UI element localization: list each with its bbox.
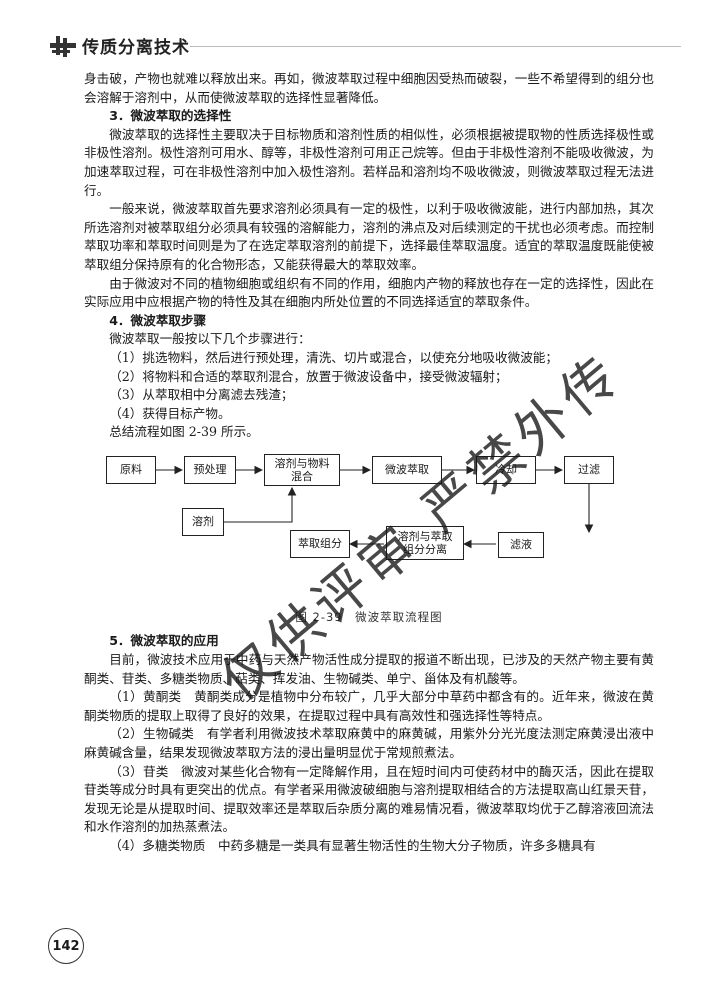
paragraph: （4）多糖类物质 中药多糖是一类具有显著生物活性的生物大分子物质，许多多糖具有 <box>109 838 596 853</box>
figure-caption: 图 2-39 微波萃取流程图 <box>295 609 443 624</box>
flow-box-microwave-extraction: 微波萃取 <box>372 455 442 484</box>
flowchart: 原料 预处理 溶剂与物料混合 微波萃取 冷却 过滤 滤液 溶剂与萃取组分分离 萃… <box>84 446 654 602</box>
paragraph: 微波萃取的选择性主要取决于目标物质和溶剂性质的相似性，必须根据被提取物的性质选择… <box>84 126 654 198</box>
paragraph: 总结流程如图 2-39 所示。 <box>109 424 259 440</box>
paragraph: 由于微波对不同的植物细胞或组织有不同的作用，细胞内产物的释放也存在一定的选择性，… <box>84 275 654 310</box>
paragraph: （1）黄酮类 黄酮类成分是植物中分布较广，几乎大部分中草药中都含有的。近年来，微… <box>84 689 654 723</box>
page-header: 传质分离技术 <box>0 0 721 70</box>
section-logo-icon <box>50 36 76 57</box>
paragraph: （2）生物碱类 有学者利用微波技术萃取麻黄中的麻黄碱，用紫外分光光度法测定麻黄浸… <box>84 726 654 761</box>
flow-box-solvent: 溶剂 <box>182 507 224 536</box>
flow-box-filtrate: 滤液 <box>498 531 544 558</box>
flow-box-raw-material: 原料 <box>106 455 156 484</box>
flow-box-solvent-material-mix: 溶剂与物料混合 <box>264 453 340 486</box>
step-item: （3）从萃取相中分离滤去残渣； <box>109 387 294 403</box>
flow-box-pretreatment: 预处理 <box>184 455 236 484</box>
page-number: 142 <box>48 928 84 964</box>
paragraph: 微波萃取一般按以下几个步骤进行： <box>109 331 311 347</box>
flow-box-filtration: 过滤 <box>564 455 614 484</box>
flow-box-extracted-component: 萃取组分 <box>290 529 350 558</box>
flow-box-cooling: 冷却 <box>476 455 536 484</box>
step-item: （2）将物料和合适的萃取剂混合，放置于微波设备中，接受微波辐射； <box>109 368 508 384</box>
section-heading-5: 5．微波萃取的应用 <box>109 633 219 649</box>
step-item: （4）获得目标产物。 <box>109 405 231 421</box>
section-heading-3: 3．微波萃取的选择性 <box>109 108 232 124</box>
paragraph: 一般来说，微波萃取首先要求溶剂必须具有一定的极性，以利于吸收微波能，进行内部加热… <box>84 201 654 272</box>
page-body: 身击破，产物也就难以释放出来。再如，微波萃取过程中细胞因受热而破裂，一些不希望得… <box>84 70 654 856</box>
paragraph: 身击破，产物也就难以释放出来。再如，微波萃取过程中细胞因受热而破裂，一些不希望得… <box>84 71 654 105</box>
flow-box-solvent-component-separation: 溶剂与萃取组分分离 <box>386 525 464 560</box>
flowchart-arrows <box>156 465 594 549</box>
paragraph: （3）苷类 微波对某些化合物有一定降解作用，且在短时间内可使药材中的酶灭活，因此… <box>84 763 654 835</box>
section-heading-4: 4．微波萃取步骤 <box>109 312 207 328</box>
paragraph: 目前，微波技术应用于中药与天然产物活性成分提取的报道不断出现，已涉及的天然产物主… <box>84 652 654 686</box>
header-rule <box>190 46 681 47</box>
running-header-title: 传质分离技术 <box>82 38 190 58</box>
step-item: （1）挑选物料，然后进行预处理，清洗、切片或混合，以使充分地吸收微波能； <box>109 349 558 365</box>
